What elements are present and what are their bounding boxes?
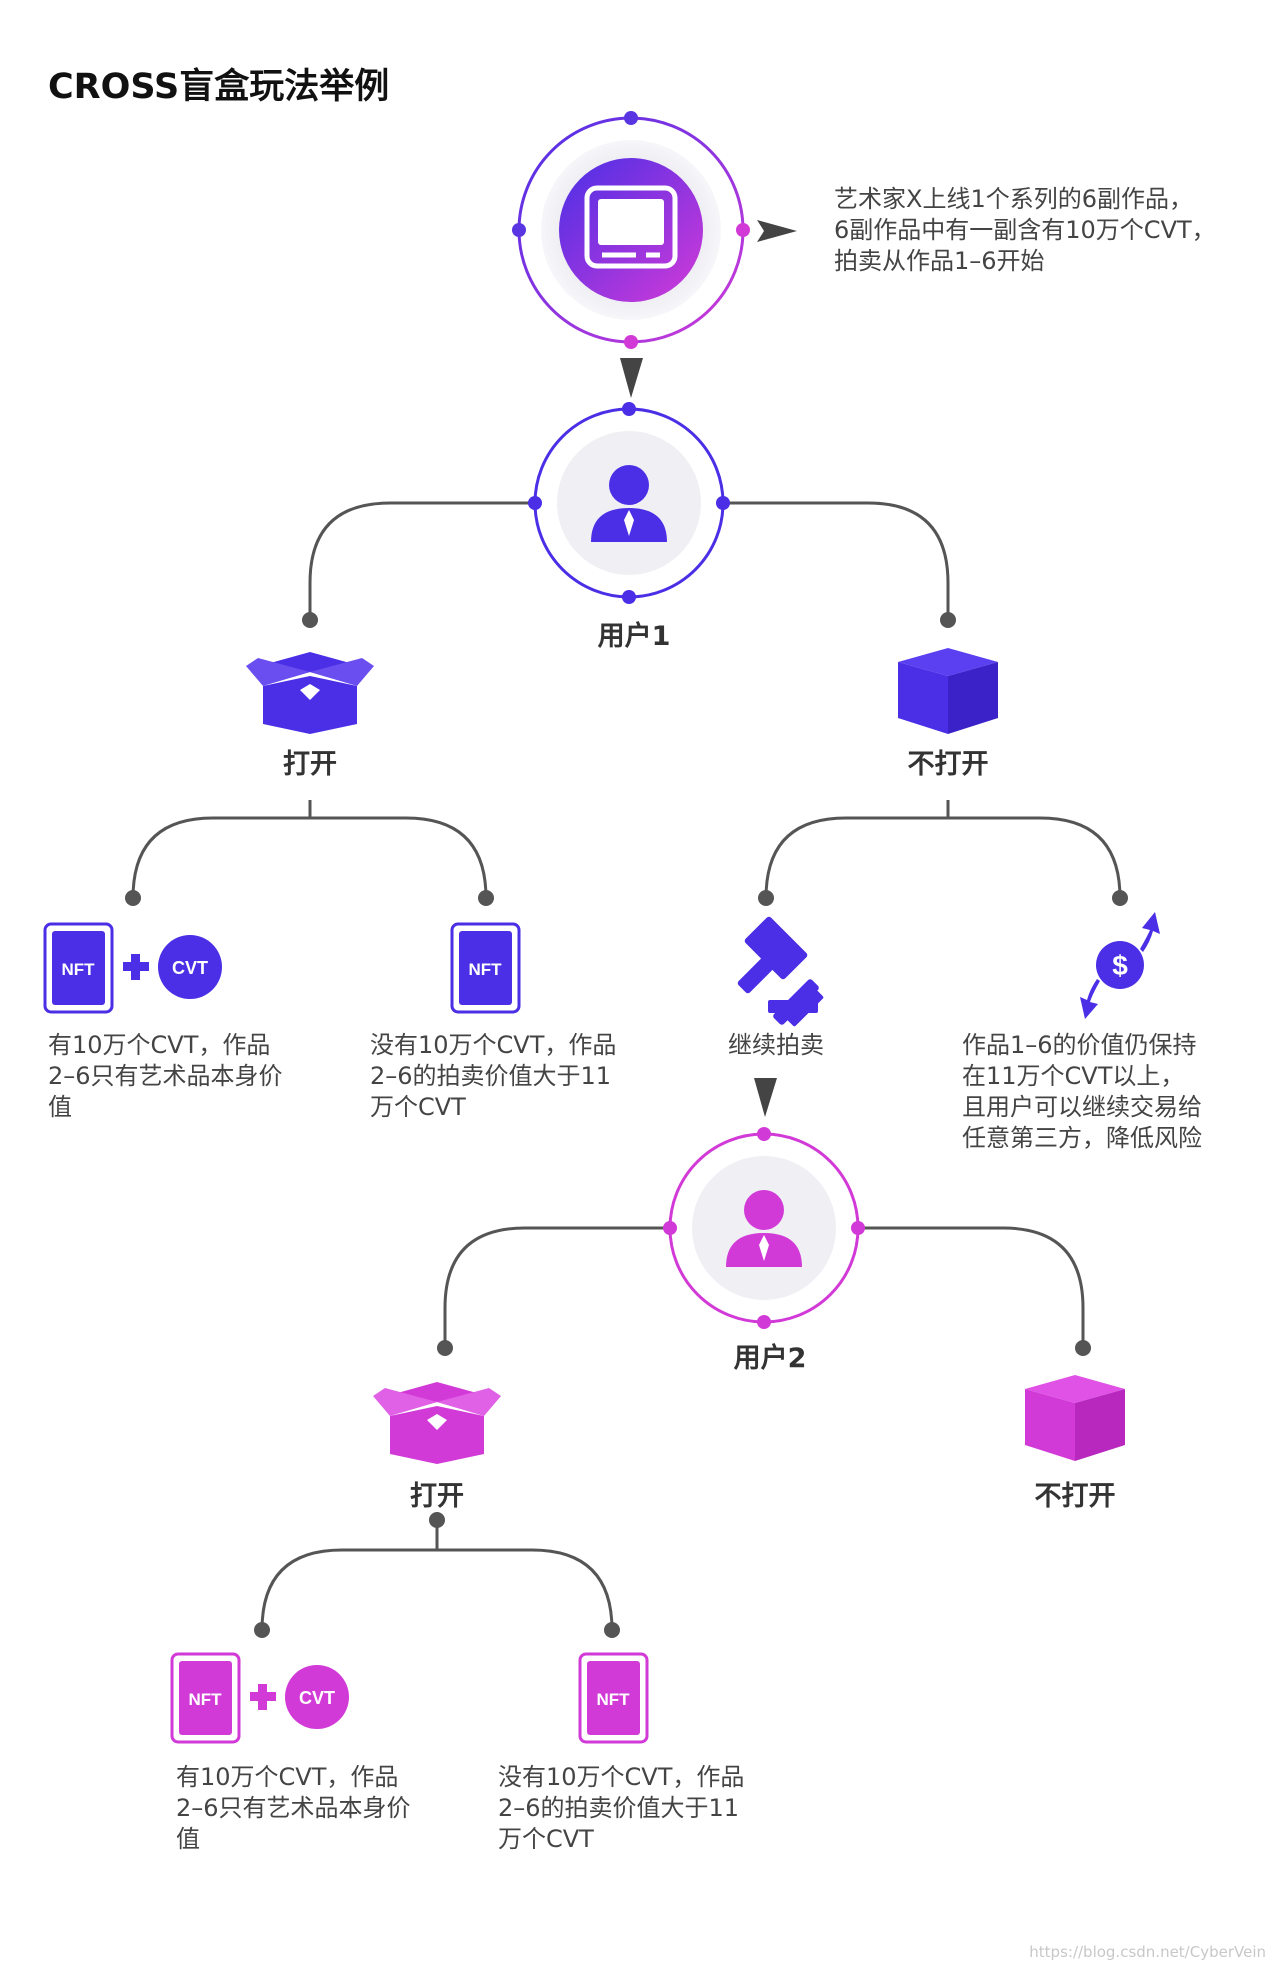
user-icon <box>591 465 667 542</box>
connector-user1-right <box>723 501 950 620</box>
desc-line: 2–6的拍卖价值大于11 <box>370 1062 612 1090</box>
open-label: 打开 <box>283 749 337 780</box>
intro-line: 拍卖从作品1–6开始 <box>834 247 1045 275</box>
nft-card-icon: NFT <box>170 1652 241 1744</box>
desc-line: 2–6只有艺术品本身价 <box>48 1062 283 1090</box>
nft-card-icon: NFT <box>578 1652 649 1744</box>
intro-text: 艺术家X上线1个系列的6副作品， 6副作品中有一副含有10万个CVT， 拍卖从作… <box>834 184 1254 277</box>
user2-node <box>663 1127 865 1329</box>
connector-open1-split <box>131 800 488 899</box>
connector-open2-split <box>260 1520 614 1631</box>
gavel-icon <box>737 916 824 1027</box>
user-icon <box>726 1190 802 1267</box>
nft-card-icon: NFT <box>43 922 114 1014</box>
badge-text: CVT <box>172 958 208 978</box>
connector-user2-right <box>858 1226 1085 1348</box>
desc-line: 作品1–6的价值仍保持 <box>962 1031 1197 1059</box>
desc-line: 2–6只有艺术品本身价 <box>176 1794 411 1822</box>
open-box-icon <box>373 1382 501 1464</box>
badge-text: NFT <box>61 960 95 979</box>
monitor-icon <box>584 185 678 269</box>
desc-line: 没有10万个CVT，作品 <box>498 1763 745 1791</box>
desc-line: 且用户可以继续交易给 <box>962 1093 1202 1121</box>
desc-line: 万个CVT <box>370 1093 466 1121</box>
page-title: CROSS盲盒玩法举例 <box>48 67 390 107</box>
desc-line: 万个CVT <box>498 1825 594 1853</box>
cvt-coin-icon: CVT <box>158 935 222 999</box>
user1-node <box>528 402 730 604</box>
nft-plus-cvt-u2: NFT CVT <box>170 1652 349 1744</box>
arrow-icon <box>757 220 797 242</box>
not-open-label-u2: 不打开 <box>1034 1481 1116 1512</box>
desc-line: 2–6的拍卖价值大于11 <box>498 1794 740 1822</box>
open-box-icon <box>246 652 374 734</box>
desc-line: 值 <box>48 1093 72 1121</box>
u2-without-cvt-text: 没有10万个CVT，作品 2–6的拍卖价值大于11 万个CVT <box>498 1762 778 1855</box>
closed-box-icon <box>898 648 998 734</box>
arrow-icon <box>620 358 643 398</box>
badge-text: NFT <box>596 1690 630 1709</box>
continue-auction-label: 继续拍卖 <box>728 1031 824 1059</box>
badge-text: CVT <box>299 1688 335 1708</box>
watermark: https://blog.csdn.net/CyberVein <box>1029 1943 1266 1961</box>
not-open-label: 不打开 <box>907 749 989 780</box>
artist-node <box>512 111 750 349</box>
cvt-coin-icon: CVT <box>285 1665 349 1729</box>
u2-with-cvt-text: 有10万个CVT，作品 2–6只有艺术品本身价 值 <box>176 1762 456 1855</box>
desc-line: 没有10万个CVT，作品 <box>370 1031 617 1059</box>
desc-line: 有10万个CVT，作品 <box>48 1031 271 1059</box>
u1-with-cvt-text: 有10万个CVT，作品 2–6只有艺术品本身价 值 <box>48 1030 328 1123</box>
nft-card-icon: NFT <box>450 922 521 1014</box>
plus-icon <box>123 954 149 980</box>
user1-label: 用户1 <box>597 621 671 652</box>
closed-box-icon <box>1025 1375 1125 1461</box>
u1-without-cvt-text: 没有10万个CVT，作品 2–6的拍卖价值大于11 万个CVT <box>370 1030 650 1123</box>
connector-lines <box>131 501 1122 1631</box>
desc-line: 有10万个CVT，作品 <box>176 1763 399 1791</box>
intro-line: 6副作品中有一副含有10万个CVT， <box>834 216 1216 244</box>
connector-notopen1-split <box>764 800 1122 899</box>
connector-dots <box>125 612 1128 1638</box>
arrow-icon <box>754 1078 777 1117</box>
open-label-u2: 打开 <box>410 1481 464 1512</box>
dollar-exchange-icon: $ <box>1080 912 1160 1019</box>
badge-text: NFT <box>188 1690 222 1709</box>
plus-icon <box>250 1684 276 1710</box>
badge-text: NFT <box>468 960 502 979</box>
svg-text:$: $ <box>1112 950 1128 981</box>
connector-user2-left <box>443 1226 670 1348</box>
desc-line: 在11万个CVT以上， <box>962 1062 1185 1090</box>
desc-line: 值 <box>176 1825 200 1853</box>
nft-plus-cvt-u1: NFT CVT <box>43 922 222 1014</box>
desc-line: 任意第三方，降低风险 <box>962 1124 1202 1152</box>
connector-user1-left <box>308 501 535 620</box>
value-kept-text: 作品1–6的价值仍保持 在11万个CVT以上， 且用户可以继续交易给 任意第三方… <box>962 1030 1262 1154</box>
user2-label: 用户2 <box>733 1343 807 1374</box>
intro-line: 艺术家X上线1个系列的6副作品， <box>834 185 1193 213</box>
